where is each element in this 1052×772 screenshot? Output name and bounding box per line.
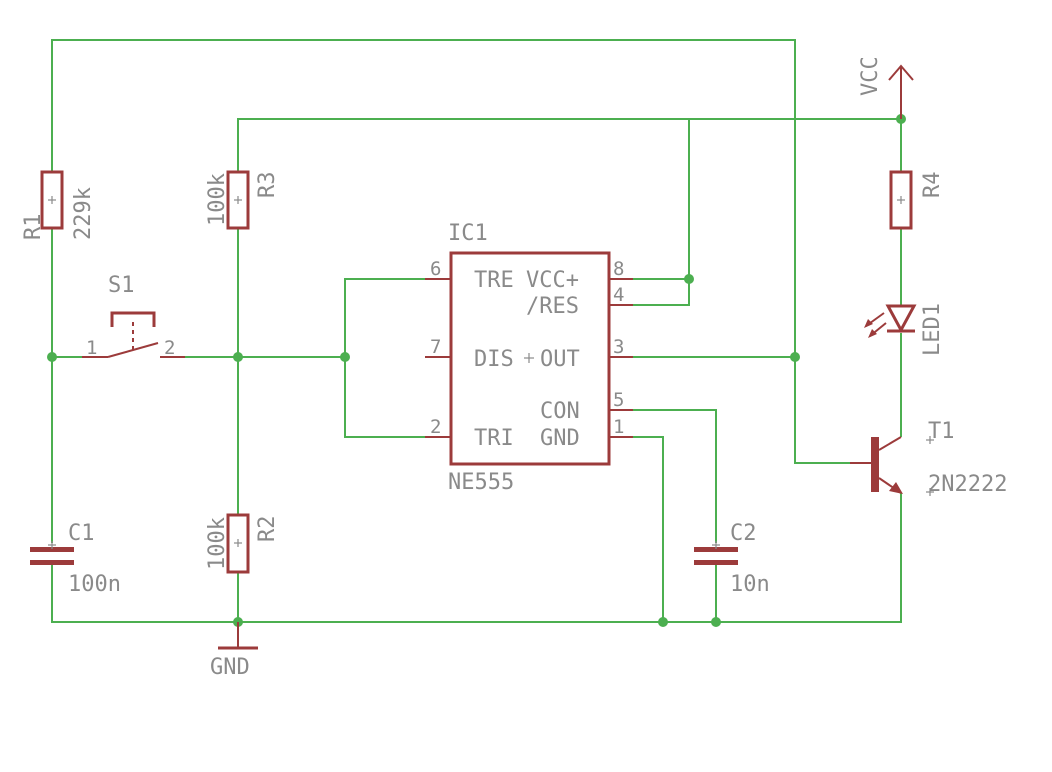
capacitor-c1[interactable]: C1 100n <box>30 521 121 597</box>
led1-name: LED1 <box>920 303 945 356</box>
ic1-pin-dis-number: 7 <box>430 336 441 358</box>
ic1-body <box>449 251 611 466</box>
ic1-ne555[interactable]: IC1 NE555 6 7 2 8 4 3 5 1 TRE VCC+ /RES … <box>425 221 633 495</box>
resistor-r4-name: R4 <box>920 172 945 199</box>
gnd-supply[interactable]: GND <box>210 622 258 680</box>
resistor-r3-value: 100k <box>205 173 230 226</box>
resistor-r3[interactable]: 100k R3 <box>205 170 280 230</box>
t1-collector <box>878 436 902 451</box>
junction-tre-tri <box>340 352 350 362</box>
capacitor-c2-name: C2 <box>730 521 757 546</box>
switch-s1-pin2: 2 <box>164 337 175 359</box>
capacitor-c1-name: C1 <box>68 521 95 546</box>
t1-name: T1 <box>928 419 955 444</box>
led-led1[interactable]: LED1 <box>864 303 945 356</box>
wire-r3-top <box>237 118 901 172</box>
ic1-pin-con-label: CON <box>540 399 580 424</box>
capacitor-c1-plate-bottom <box>30 560 74 565</box>
resistor-r2-value: 100k <box>205 517 230 570</box>
vcc-label: VCC <box>858 56 883 96</box>
resistor-r1[interactable]: R1 229k <box>21 170 96 241</box>
ic1-value: NE555 <box>448 470 514 495</box>
junction-out <box>790 352 800 362</box>
capacitor-c2[interactable]: C2 10n <box>694 521 770 597</box>
wire-con <box>633 409 717 543</box>
led1-triangle <box>885 304 917 334</box>
junction-left <box>47 352 57 362</box>
switch-s1-name: S1 <box>108 273 135 298</box>
resistor-r2-body <box>226 513 250 574</box>
ic1-pin-tre-label: TRE <box>474 268 514 293</box>
wire-tre <box>344 278 425 438</box>
ic1-pin-tre-number: 6 <box>430 258 441 280</box>
resistor-r4-body <box>889 170 913 230</box>
ic1-pin-gnd-number: 1 <box>613 416 624 438</box>
resistor-r1-body <box>40 170 64 230</box>
ic1-pin-out-number: 3 <box>613 336 624 358</box>
t1-base-bar <box>871 437 879 492</box>
capacitor-c2-value: 10n <box>730 572 770 597</box>
ic1-pin-out-label: OUT <box>540 347 580 372</box>
wire-r1-top-feedback <box>51 39 850 464</box>
switch-s1-pin1: 1 <box>86 337 97 359</box>
ic1-pin-tri-label: TRI <box>474 426 514 451</box>
ic1-pin-con-number: 5 <box>613 389 624 411</box>
junction-gnd-pin <box>658 617 668 627</box>
wire-gnd-rail <box>51 493 902 623</box>
resistor-r2[interactable]: 100k R2 <box>205 513 280 574</box>
wire-res-pin <box>633 119 690 306</box>
vcc-supply[interactable]: VCC <box>858 56 914 119</box>
ic1-pin-dis-label: DIS <box>474 347 514 372</box>
ic1-pin-res-label: /RES <box>526 294 579 319</box>
ic1-pin-gnd-label: GND <box>540 426 580 451</box>
wires <box>51 39 902 623</box>
gnd-label: GND <box>210 655 250 680</box>
t1-value: 2N2222 <box>928 472 1007 497</box>
ic1-pin-vcc-number: 8 <box>613 258 624 280</box>
junction-vcc-res <box>684 274 694 284</box>
switch-s1-button <box>110 311 156 327</box>
switch-s1[interactable]: S1 1 2 <box>82 273 185 359</box>
ic1-name: IC1 <box>448 221 488 246</box>
ic1-pin-tri-number: 2 <box>430 416 441 438</box>
wire-gnd-pin <box>633 436 664 622</box>
resistor-r2-name: R2 <box>255 516 280 543</box>
resistor-r4[interactable]: R4 <box>889 170 945 230</box>
resistor-r1-name: R1 <box>21 214 46 241</box>
capacitor-c1-value: 100n <box>68 572 121 597</box>
transistor-t1[interactable]: T1 2N2222 <box>850 419 1007 497</box>
junction-mid <box>233 352 243 362</box>
junctions <box>47 114 906 627</box>
capacitor-c1-plate-top <box>30 547 74 552</box>
vcc-arrow-icon <box>888 64 914 81</box>
ic1-pin-res-number: 4 <box>613 284 624 306</box>
capacitor-c2-plate-top <box>694 547 738 552</box>
resistor-r3-body <box>226 170 250 230</box>
t1-emitter-arrow <box>889 482 903 494</box>
junction-c2-gnd <box>711 617 721 627</box>
resistor-r3-name: R3 <box>255 172 280 199</box>
ic1-pin-vcc-label: VCC+ <box>526 268 579 293</box>
capacitor-c2-plate-bottom <box>694 560 738 565</box>
resistor-r1-value: 229k <box>71 187 96 240</box>
